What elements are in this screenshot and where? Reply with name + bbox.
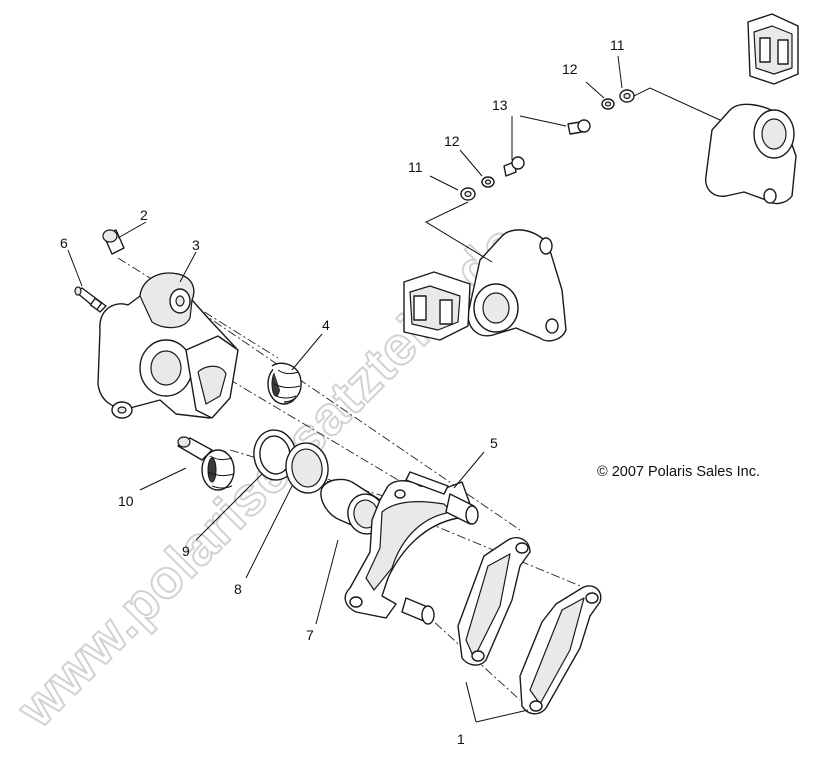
callout-7: 7 xyxy=(306,627,314,643)
mounting-bracket xyxy=(344,471,479,625)
callout-12-left: 12 xyxy=(444,133,460,149)
callout-4: 4 xyxy=(322,317,330,333)
washer-11-left xyxy=(460,187,476,201)
callout-2: 2 xyxy=(140,207,148,223)
brake-pad-inner xyxy=(457,536,531,666)
callout-6: 6 xyxy=(60,235,68,251)
callout-13: 13 xyxy=(492,97,508,113)
dust-cap xyxy=(102,229,125,255)
brake-pad-outer xyxy=(519,585,602,715)
lock-washer-12-right xyxy=(601,98,615,110)
leader-lines xyxy=(67,55,721,723)
callout-12-right: 12 xyxy=(562,61,578,77)
callout-11-right: 11 xyxy=(610,37,625,53)
callout-11-left: 11 xyxy=(408,159,423,175)
callout-10: 10 xyxy=(118,493,134,509)
bleeder-screw xyxy=(74,286,107,313)
bolt-13-left xyxy=(503,156,525,177)
callout-9: 9 xyxy=(182,543,190,559)
copyright-notice: © 2007 Polaris Sales Inc. xyxy=(597,464,761,480)
callout-labels: 1 2 3 4 5 6 7 8 9 10 11 12 13 12 11 xyxy=(60,37,625,747)
pin-boot xyxy=(267,362,302,405)
knuckle-assembly-right xyxy=(705,13,799,205)
callout-5: 5 xyxy=(490,435,498,451)
caliper-body xyxy=(97,272,239,419)
knuckle-assembly-left xyxy=(403,229,567,342)
lock-washer-12-left xyxy=(481,176,495,188)
slide-pin-boot xyxy=(177,436,235,491)
callout-3: 3 xyxy=(192,237,200,253)
bolt-13-right xyxy=(567,119,591,135)
piston-seal-8 xyxy=(285,442,329,494)
callout-1: 1 xyxy=(457,731,465,747)
callout-8: 8 xyxy=(234,581,242,597)
washer-11-right xyxy=(619,89,635,103)
